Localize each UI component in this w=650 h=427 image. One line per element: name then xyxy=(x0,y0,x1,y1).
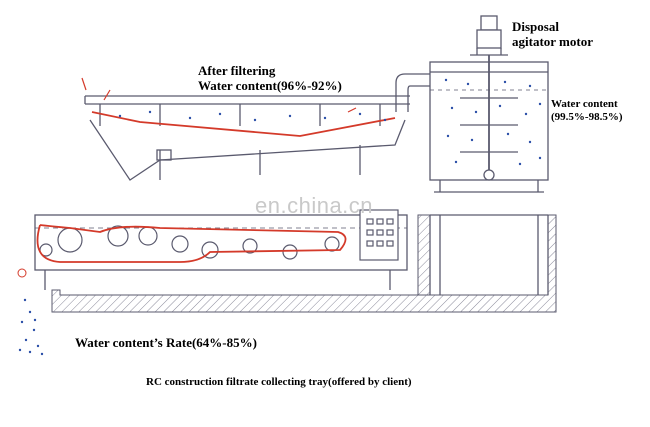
tank-support-frame xyxy=(429,214,549,295)
motor-label-line2: agitator motor xyxy=(512,33,593,49)
feed-pipe xyxy=(395,73,430,112)
agitator-tank xyxy=(429,55,549,193)
discharge-marker xyxy=(17,268,27,278)
flow-arrows xyxy=(81,77,357,113)
press-belt xyxy=(36,224,347,263)
agitator-motor xyxy=(470,15,508,56)
tank-water-content-label: Water content (99.5%-98.5%) xyxy=(551,98,623,123)
upper-belt xyxy=(91,111,396,137)
gravity-zone-dots xyxy=(118,110,387,122)
watermark: en.china.cn xyxy=(255,193,374,218)
motor-label-line1: Disposal xyxy=(512,19,559,34)
water-content-rate-label: Water content’s Rate(64%-85%) xyxy=(75,335,257,350)
gravity-zone xyxy=(84,95,410,181)
press-frame xyxy=(34,214,408,290)
after-filtering-line2: Water content(96%-92%) xyxy=(198,77,342,93)
discharge-cake xyxy=(18,298,44,356)
control-cabinet xyxy=(359,209,399,261)
tank-foundation-left xyxy=(417,214,431,296)
after-filtering-label: After filtering Water content(96%-92%) xyxy=(198,63,342,94)
press-rollers xyxy=(39,225,340,260)
tank-water-line1: Water content xyxy=(551,98,618,110)
after-filtering-line1: After filtering xyxy=(198,63,276,78)
filtrate-tray xyxy=(51,214,557,313)
agitator-motor-label: Disposal agitator motor xyxy=(512,19,593,50)
tank-water-line2: (99.5%-98.5%) xyxy=(551,110,623,123)
tray-caption: RC construction filtrate collecting tray… xyxy=(146,376,412,388)
tank-suspended-dots xyxy=(444,78,542,166)
